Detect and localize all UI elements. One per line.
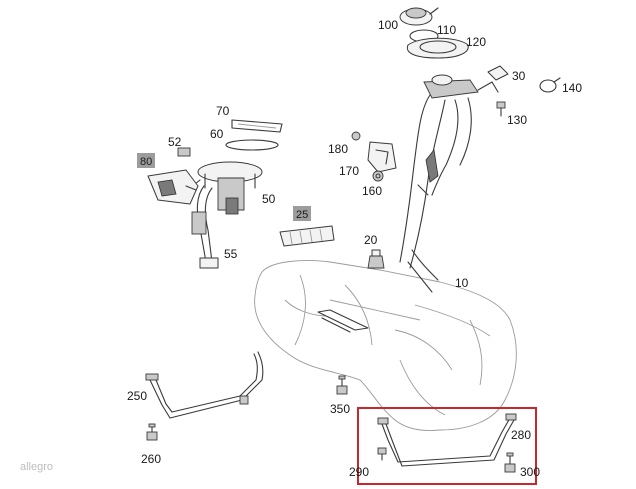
watermark: allegro — [20, 461, 53, 473]
bolt-130 — [496, 101, 506, 117]
bolt-350 — [336, 375, 348, 395]
hose-clamp — [539, 77, 561, 93]
label-110: 110 — [437, 23, 456, 37]
label-170: 170 — [339, 164, 359, 178]
strap-280 — [377, 413, 517, 467]
label-120: 120 — [466, 35, 486, 49]
valve-20 — [367, 249, 385, 269]
label-55: 55 — [224, 247, 238, 261]
label-130: 130 — [507, 113, 527, 127]
pump-80 — [147, 169, 199, 205]
label-10: 10 — [455, 276, 469, 290]
bolt-260 — [146, 423, 158, 441]
label-30: 30 — [512, 69, 526, 83]
label-250: 250 — [127, 389, 147, 403]
label-20: 20 — [364, 233, 378, 247]
gasket-70 — [231, 119, 283, 133]
filter-25 — [279, 225, 335, 247]
label-350: 350 — [330, 402, 350, 416]
bolt-300 — [504, 452, 516, 473]
bracket-170 — [367, 141, 397, 173]
label-100: 100 — [378, 18, 398, 32]
pump-flange-50 — [189, 161, 263, 215]
fuel-cap — [399, 7, 439, 26]
label-140: 140 — [562, 81, 582, 95]
highlight-box — [357, 407, 537, 485]
label-80: 80 — [140, 156, 152, 168]
clip-180 — [351, 131, 361, 141]
label-box-80 — [137, 153, 155, 168]
filler-housing — [406, 37, 469, 59]
bolt-290 — [377, 447, 387, 461]
fuel-tank — [254, 260, 517, 431]
label-160: 160 — [362, 184, 382, 198]
label-180: 180 — [328, 142, 348, 156]
nut-160 — [372, 170, 384, 182]
label-25: 25 — [296, 209, 308, 221]
label-50: 50 — [262, 192, 276, 206]
tank-sender-55 — [191, 185, 219, 269]
label-box-25 — [293, 206, 311, 221]
label-280: 280 — [511, 428, 531, 442]
label-300: 300 — [520, 465, 540, 479]
filler-neck — [399, 74, 499, 293]
label-52: 52 — [168, 135, 182, 149]
label-60: 60 — [210, 127, 224, 141]
label-290: 290 — [349, 465, 369, 479]
label-70: 70 — [216, 104, 230, 118]
strap-250 — [145, 351, 264, 419]
label-260: 260 — [141, 452, 161, 466]
connector-52 — [177, 147, 191, 157]
ring-60 — [225, 139, 279, 151]
bracket-30 — [487, 65, 509, 81]
